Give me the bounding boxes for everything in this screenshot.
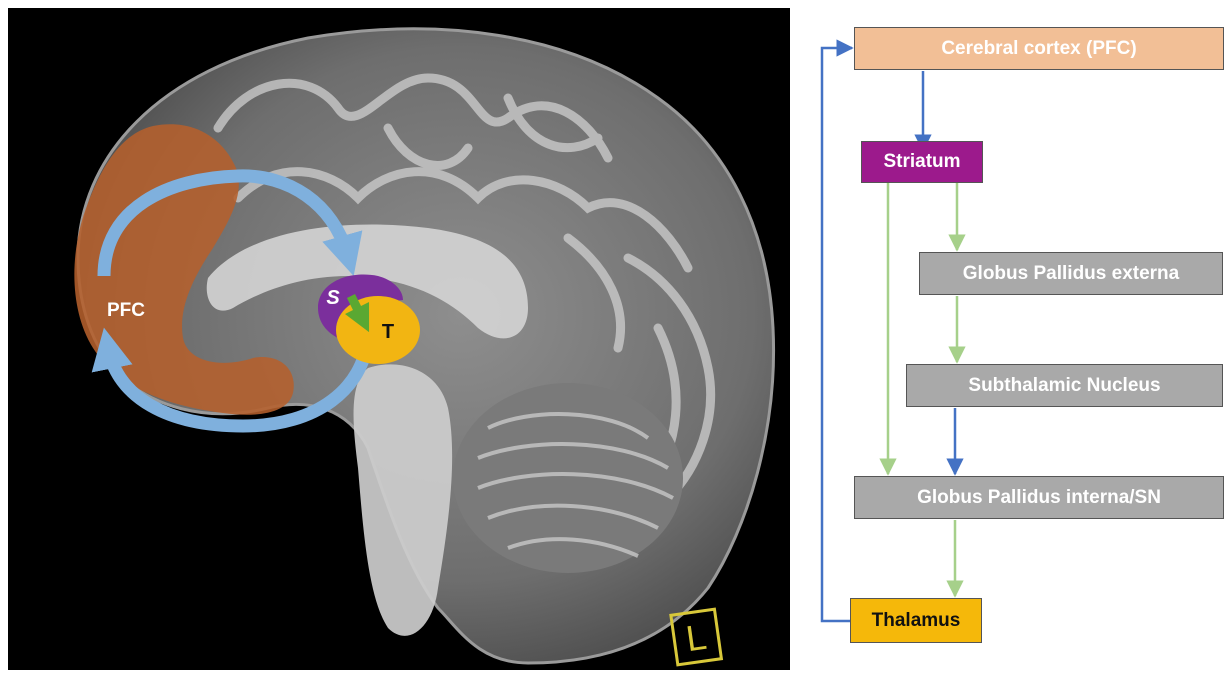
flowchart-connectors — [800, 0, 1225, 675]
pfc-label: PFC — [107, 300, 145, 321]
box-cerebral-cortex-label: Cerebral cortex (PFC) — [941, 38, 1136, 60]
box-thalamus-label: Thalamus — [872, 610, 961, 632]
arrow-thalamus-to-cortex — [822, 48, 852, 621]
thalamus-label: T — [382, 321, 394, 343]
box-subthalamic-nucleus: Subthalamic Nucleus — [906, 364, 1223, 407]
box-subthalamic-nucleus-label: Subthalamic Nucleus — [968, 375, 1160, 397]
box-striatum: Striatum — [861, 141, 983, 183]
box-cerebral-cortex: Cerebral cortex (PFC) — [854, 27, 1224, 70]
box-globus-pallidus-interna-label: Globus Pallidus interna/SN — [917, 487, 1161, 509]
basal-ganglia-flowchart: Cerebral cortex (PFC) Striatum Globus Pa… — [800, 0, 1225, 675]
box-globus-pallidus-externa-label: Globus Pallidus externa — [963, 263, 1179, 285]
box-globus-pallidus-interna: Globus Pallidus interna/SN — [854, 476, 1224, 519]
cerebellum — [453, 383, 683, 573]
striatum-label: S — [326, 287, 340, 309]
box-globus-pallidus-externa: Globus Pallidus externa — [919, 252, 1223, 295]
brain-illustration: PFC S T L — [8, 8, 790, 670]
box-striatum-label: Striatum — [883, 151, 960, 173]
orientation-marker-label: L — [683, 616, 709, 659]
box-thalamus: Thalamus — [850, 598, 982, 643]
thalamus-region — [336, 296, 420, 364]
mri-brain-image: PFC S T L — [8, 8, 790, 670]
